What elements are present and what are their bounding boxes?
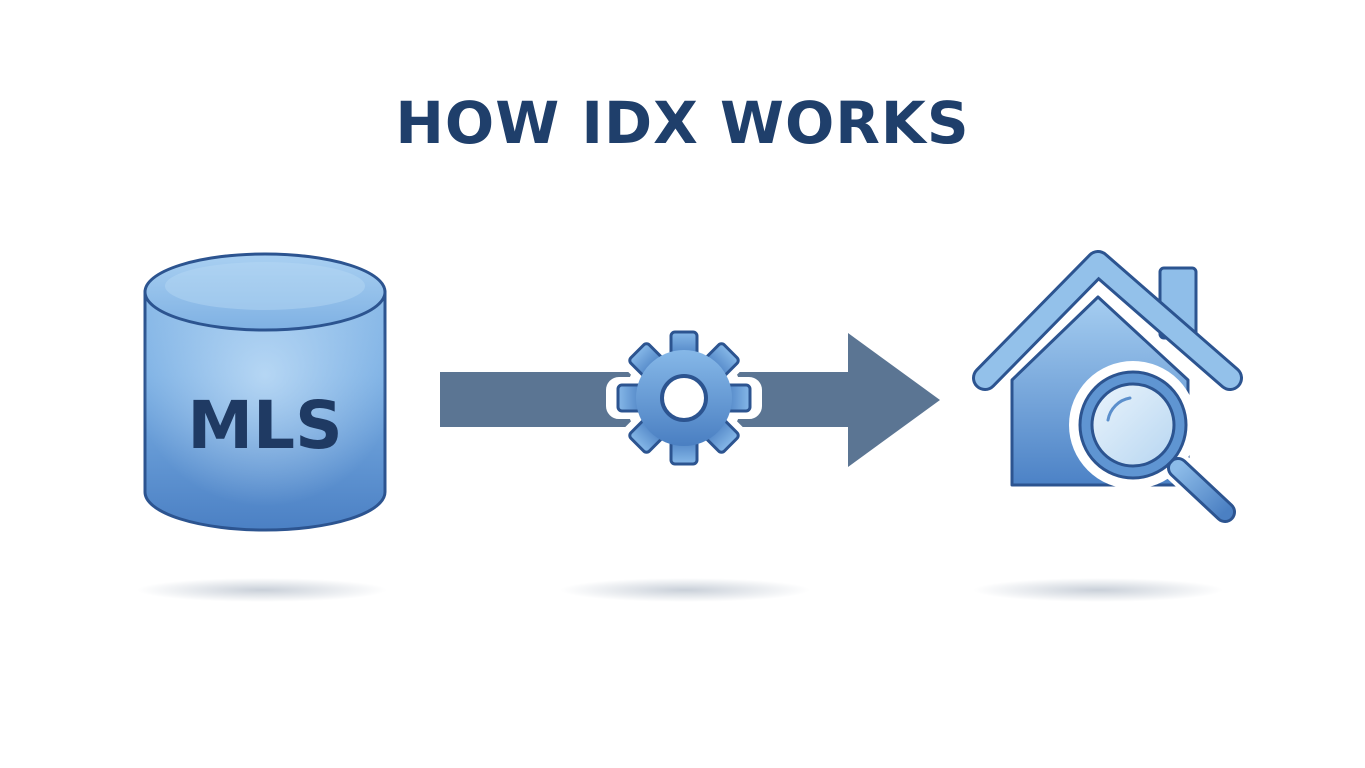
- page-title: HOW IDX WORKS: [395, 89, 970, 157]
- database-shadow: [137, 578, 387, 602]
- gear-icon: [606, 320, 762, 476]
- house-search-icon: [972, 250, 1243, 527]
- gear-shadow: [560, 578, 810, 602]
- house-shadow: [973, 578, 1223, 602]
- database-cylinder-icon: MLS: [143, 252, 387, 532]
- database-label: MLS: [187, 387, 342, 464]
